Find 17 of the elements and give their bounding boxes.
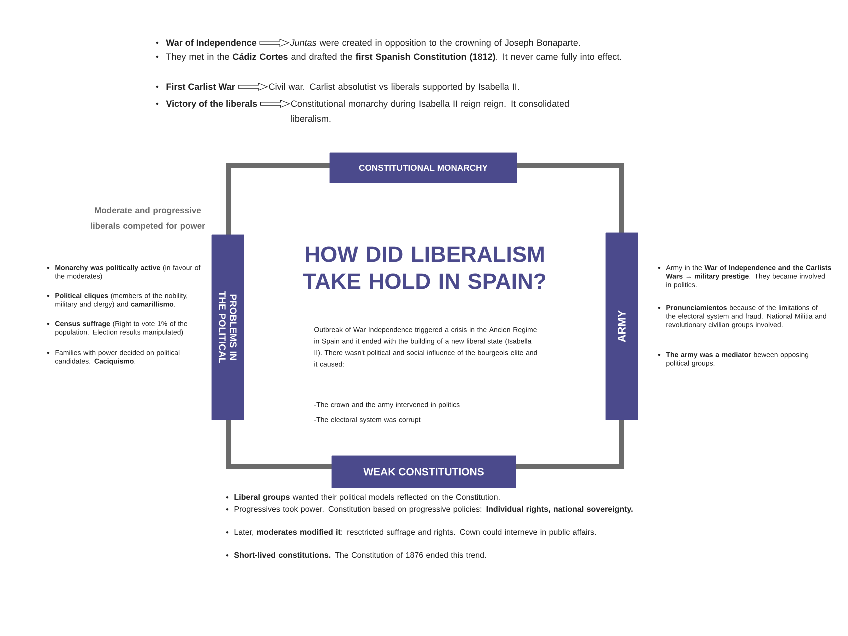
heading-band: CONSTITUTIONAL MONARCHY xyxy=(330,152,518,184)
bullet-item: Liberal groups wanted their political models reflected on the Constitution. xyxy=(234,494,500,502)
title: HOW DID LIBERALISM TAKE HOLD IN SPAIN? xyxy=(303,246,546,290)
bullet-text: Constitutional monarchy during Isabella II reign reign. It consolidated liberalism. xyxy=(291,100,569,122)
bullet-item: They met in the Cádiz Cortes and drafted the first Spanish Constitution (1812). It never came fully into effect. xyxy=(166,53,622,62)
bullet-item: Later, moderates modified it: resctricted suffrage and rights. Cown could interneve in public affairs. xyxy=(234,529,596,537)
bullet-item: First Carlist War xyxy=(166,83,236,90)
heading-band: PROBLEMS IN THE POLITICAL xyxy=(212,234,244,420)
bullet-item: Short-lived constitutions. The Constitution of 1876 ended this trend. xyxy=(234,552,486,558)
bullet-text: Civil war. Carlist absolutist vs liberals supported by Isabella II. xyxy=(269,83,520,92)
heading-band: WEAK CONSTITUTIONS xyxy=(332,456,516,488)
bullet-item: Progressives took power. Constitution based on progressive policies: Individual rights, national sovereignty. xyxy=(234,506,633,514)
side-note: Moderate and progressive liberals competed for power xyxy=(91,207,206,231)
bullet-item: Victory of the liberals xyxy=(166,100,258,109)
bullet-item: War of Independence xyxy=(166,39,257,48)
bullet-text: Juntas were created in opposition to the crowning of Joseph Bonaparte. xyxy=(290,39,580,48)
heading-band: ARMY xyxy=(606,232,638,420)
